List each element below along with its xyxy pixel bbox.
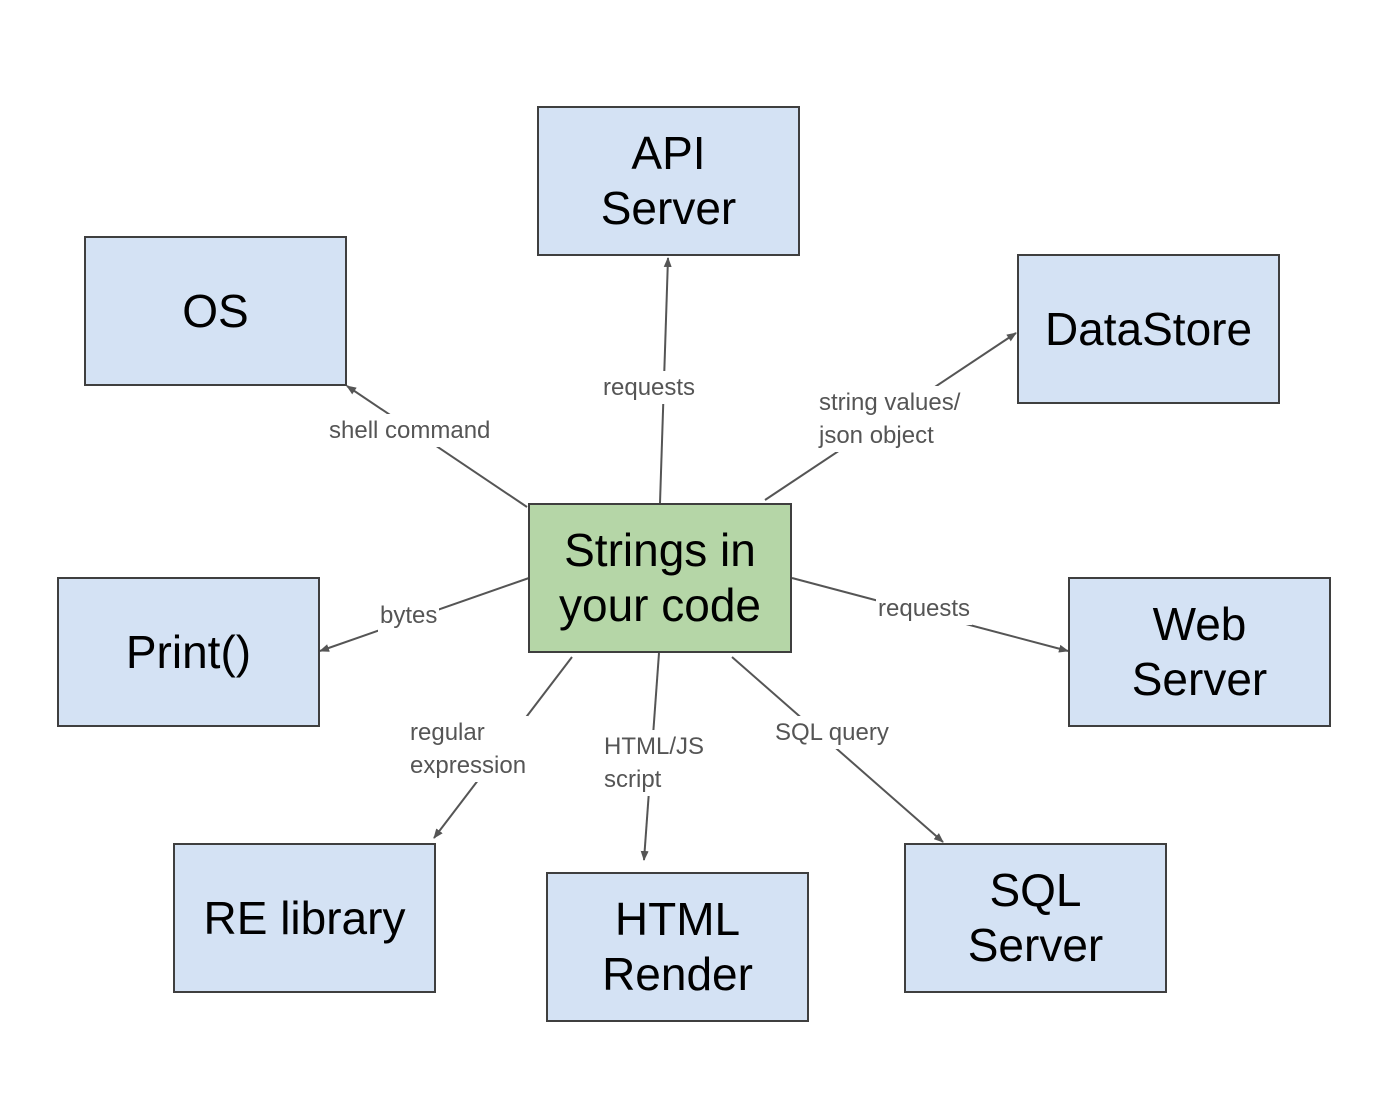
node-print: Print()	[57, 577, 320, 727]
node-sql-server: SQL Server	[904, 843, 1167, 993]
edge-label-requests-web: requests	[876, 592, 973, 625]
edge-label-string-values: string values/ json object	[817, 386, 963, 452]
edge-label-html-js-script: HTML/JS script	[602, 730, 707, 796]
node-re-library: RE library	[173, 843, 436, 993]
node-datastore: DataStore	[1017, 254, 1280, 404]
node-html-render: HTML Render	[546, 872, 809, 1022]
node-strings-in-your-code: Strings in your code	[528, 503, 792, 653]
edge-sql	[731, 656, 944, 843]
edge-label-regular-expression: regular expression	[408, 716, 529, 782]
node-api-server: API Server	[537, 106, 800, 256]
edge-label-bytes: bytes	[378, 599, 440, 632]
edge-label-shell-command: shell command	[327, 414, 493, 447]
node-os: OS	[84, 236, 347, 386]
edge-label-sql-query: SQL query	[773, 716, 891, 749]
edge-label-requests-api: requests	[601, 371, 698, 404]
node-web-server: Web Server	[1068, 577, 1331, 727]
